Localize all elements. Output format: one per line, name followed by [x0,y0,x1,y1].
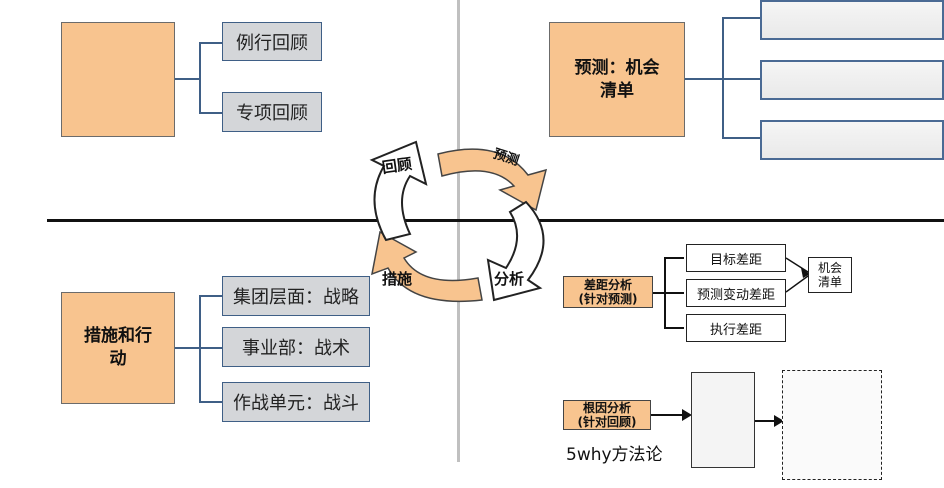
action-group-level: 集团层面：战略 [222,276,370,316]
cycle-review-label: 回顾 [381,155,413,177]
gap-target-label: 目标差距 [709,252,762,268]
action-division-level: 事业部：战术 [222,327,370,367]
horizontal-divider [47,219,944,222]
forecast-box: 预测：机会清单 [549,22,685,137]
gap-forecast-change: 预测变动差距 [686,279,786,307]
review-arrow [369,140,428,242]
cycle-measures-label: 措施 [382,270,412,288]
action-unit-label: 作战单元：战斗 [233,393,359,414]
action-unit-level: 作战单元：战斗 [222,382,370,422]
gap-forecast-change-label: 预测变动差距 [696,287,775,303]
opportunity-box: 机会 清单 [808,257,852,293]
gap-connectors [786,257,810,293]
measures-arrow [371,230,483,303]
analysis-arrow [486,200,545,302]
special-review-label: 专项回顾 [236,103,308,124]
vertical-divider [457,0,460,462]
root-arrow-icon [682,409,692,421]
special-review-box: 专项回顾 [222,92,322,132]
forecast-item-3 [760,120,944,160]
cycle-forecast-label: 预测 [491,146,521,169]
opportunity-label: 机会 清单 [817,260,842,289]
root-cause-diagram-2 [782,370,882,480]
actions-box: 措施和行动 [61,292,175,404]
review-main-box [61,22,175,137]
gap-target: 目标差距 [686,244,786,272]
routine-review-label: 例行回顾 [236,32,308,54]
cycle-analysis-label: 分析 [494,270,524,288]
actions-title: 措施和行动 [84,326,152,369]
method-label: 5why方法论 [566,445,663,465]
action-division-label: 事业部：战术 [242,338,350,359]
routine-review-box: 例行回顾 [222,22,322,61]
forecast-title: 预测：机会清单 [574,57,660,101]
gap-execution-label: 执行差距 [709,322,762,338]
gap-execution: 执行差距 [686,314,786,342]
root-arrow-2-icon [774,415,784,427]
action-group-label: 集团层面：战略 [233,287,359,308]
gap-analysis-label: 差距分析 (针对预测) [578,277,638,306]
forecast-arrow [437,148,548,212]
root-cause-label: 根因分析 (针对回顾) [577,400,637,429]
gap-analysis-tag: 差距分析 (针对预测) [563,276,653,308]
cycle-diagram: 回顾 预测 分析 措施 [369,140,548,303]
root-cause-tag: 根因分析 (针对回顾) [563,400,651,430]
forecast-item-1 [760,0,944,40]
forecast-item-2 [760,60,944,100]
root-cause-diagram-1 [691,372,755,468]
